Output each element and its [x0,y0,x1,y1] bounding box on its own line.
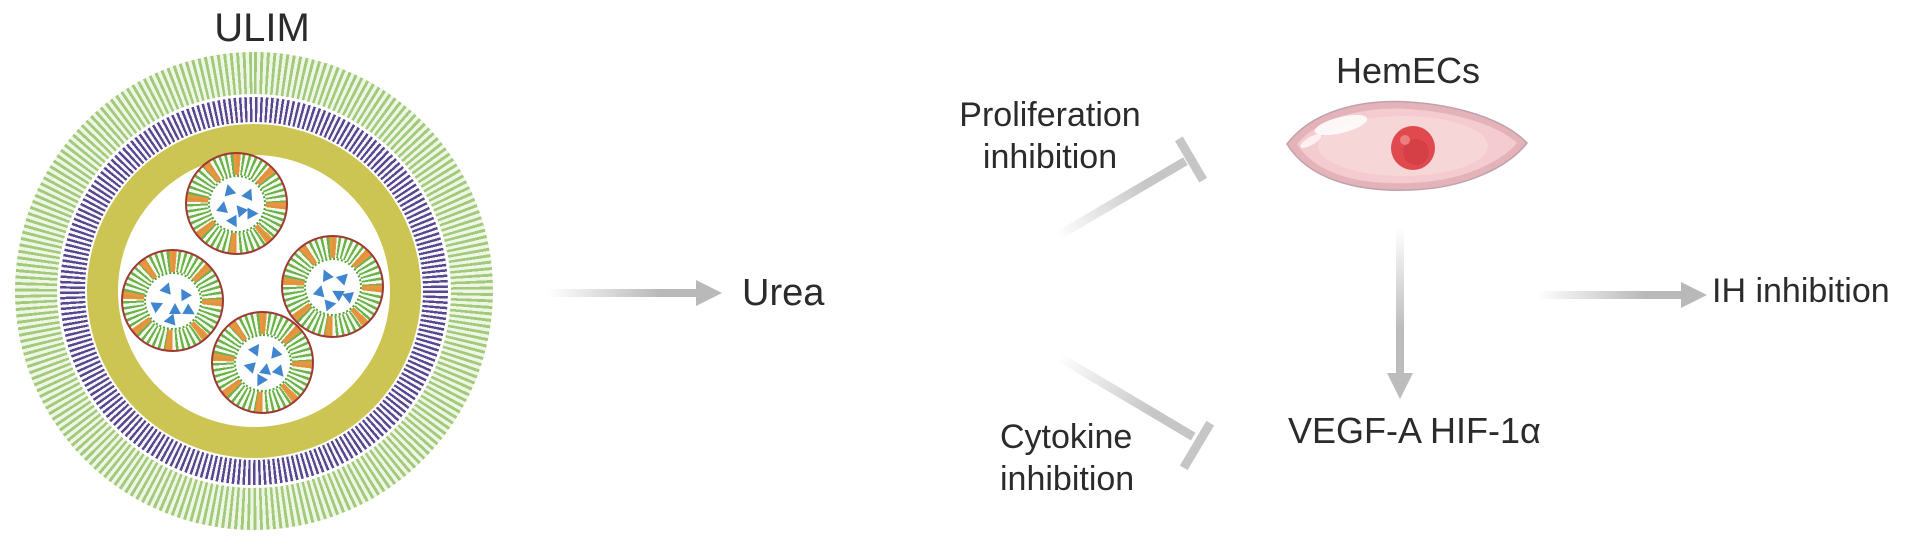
cargo-triangle-icon [216,200,230,213]
cargo-triangle-icon [259,362,273,375]
hemecs-label: HemECs [1335,50,1481,91]
cargo-triangle-icon [162,313,176,328]
cytokine-line1: Cytokine [1000,418,1133,456]
drug-micelle [211,311,314,414]
micelle-core [303,257,362,316]
cargo-triangle-icon [247,207,259,220]
cytokine-inhibition-label: Cytokine inhibition [1000,416,1134,500]
arrow-shaft [1537,291,1681,299]
micelle-core [207,174,266,233]
arrow-head [696,280,722,306]
drug-micelle [121,249,224,352]
ulim-nanoparticle [15,52,493,530]
cargo-triangle-icon [169,303,181,314]
vegf-hif-label: VEGF-A HIF-1α [1288,410,1541,451]
proliferation-line2: inhibition [982,138,1118,176]
nucleus-highlight [1400,135,1410,145]
cell-highlight [1300,134,1322,148]
hemec-cell-illustration [1286,100,1528,191]
ih-inhibition-label: IH inhibition [1712,272,1890,310]
cargo-triangle-icon [342,292,356,305]
arrow-shaft [548,289,696,297]
arrow-head [1387,373,1413,399]
urea-label: Urea [742,272,825,314]
cell-highlight [1314,114,1368,136]
proliferation-line1: Proliferation [959,96,1141,134]
cytokine-line2: inhibition [1000,460,1135,498]
nucleus-shade [1403,139,1429,165]
arrow-head [1681,282,1707,308]
cargo-triangle-icon [324,297,338,312]
ulim-label: ULIM [214,6,310,50]
micelle-core [233,333,292,392]
proliferation-inhibition-label: Proliferation inhibition [950,94,1150,178]
micelle-core [143,271,202,330]
drug-micelle [281,235,384,338]
drug-micelle [185,152,288,255]
arrow-shaft [1396,228,1404,373]
